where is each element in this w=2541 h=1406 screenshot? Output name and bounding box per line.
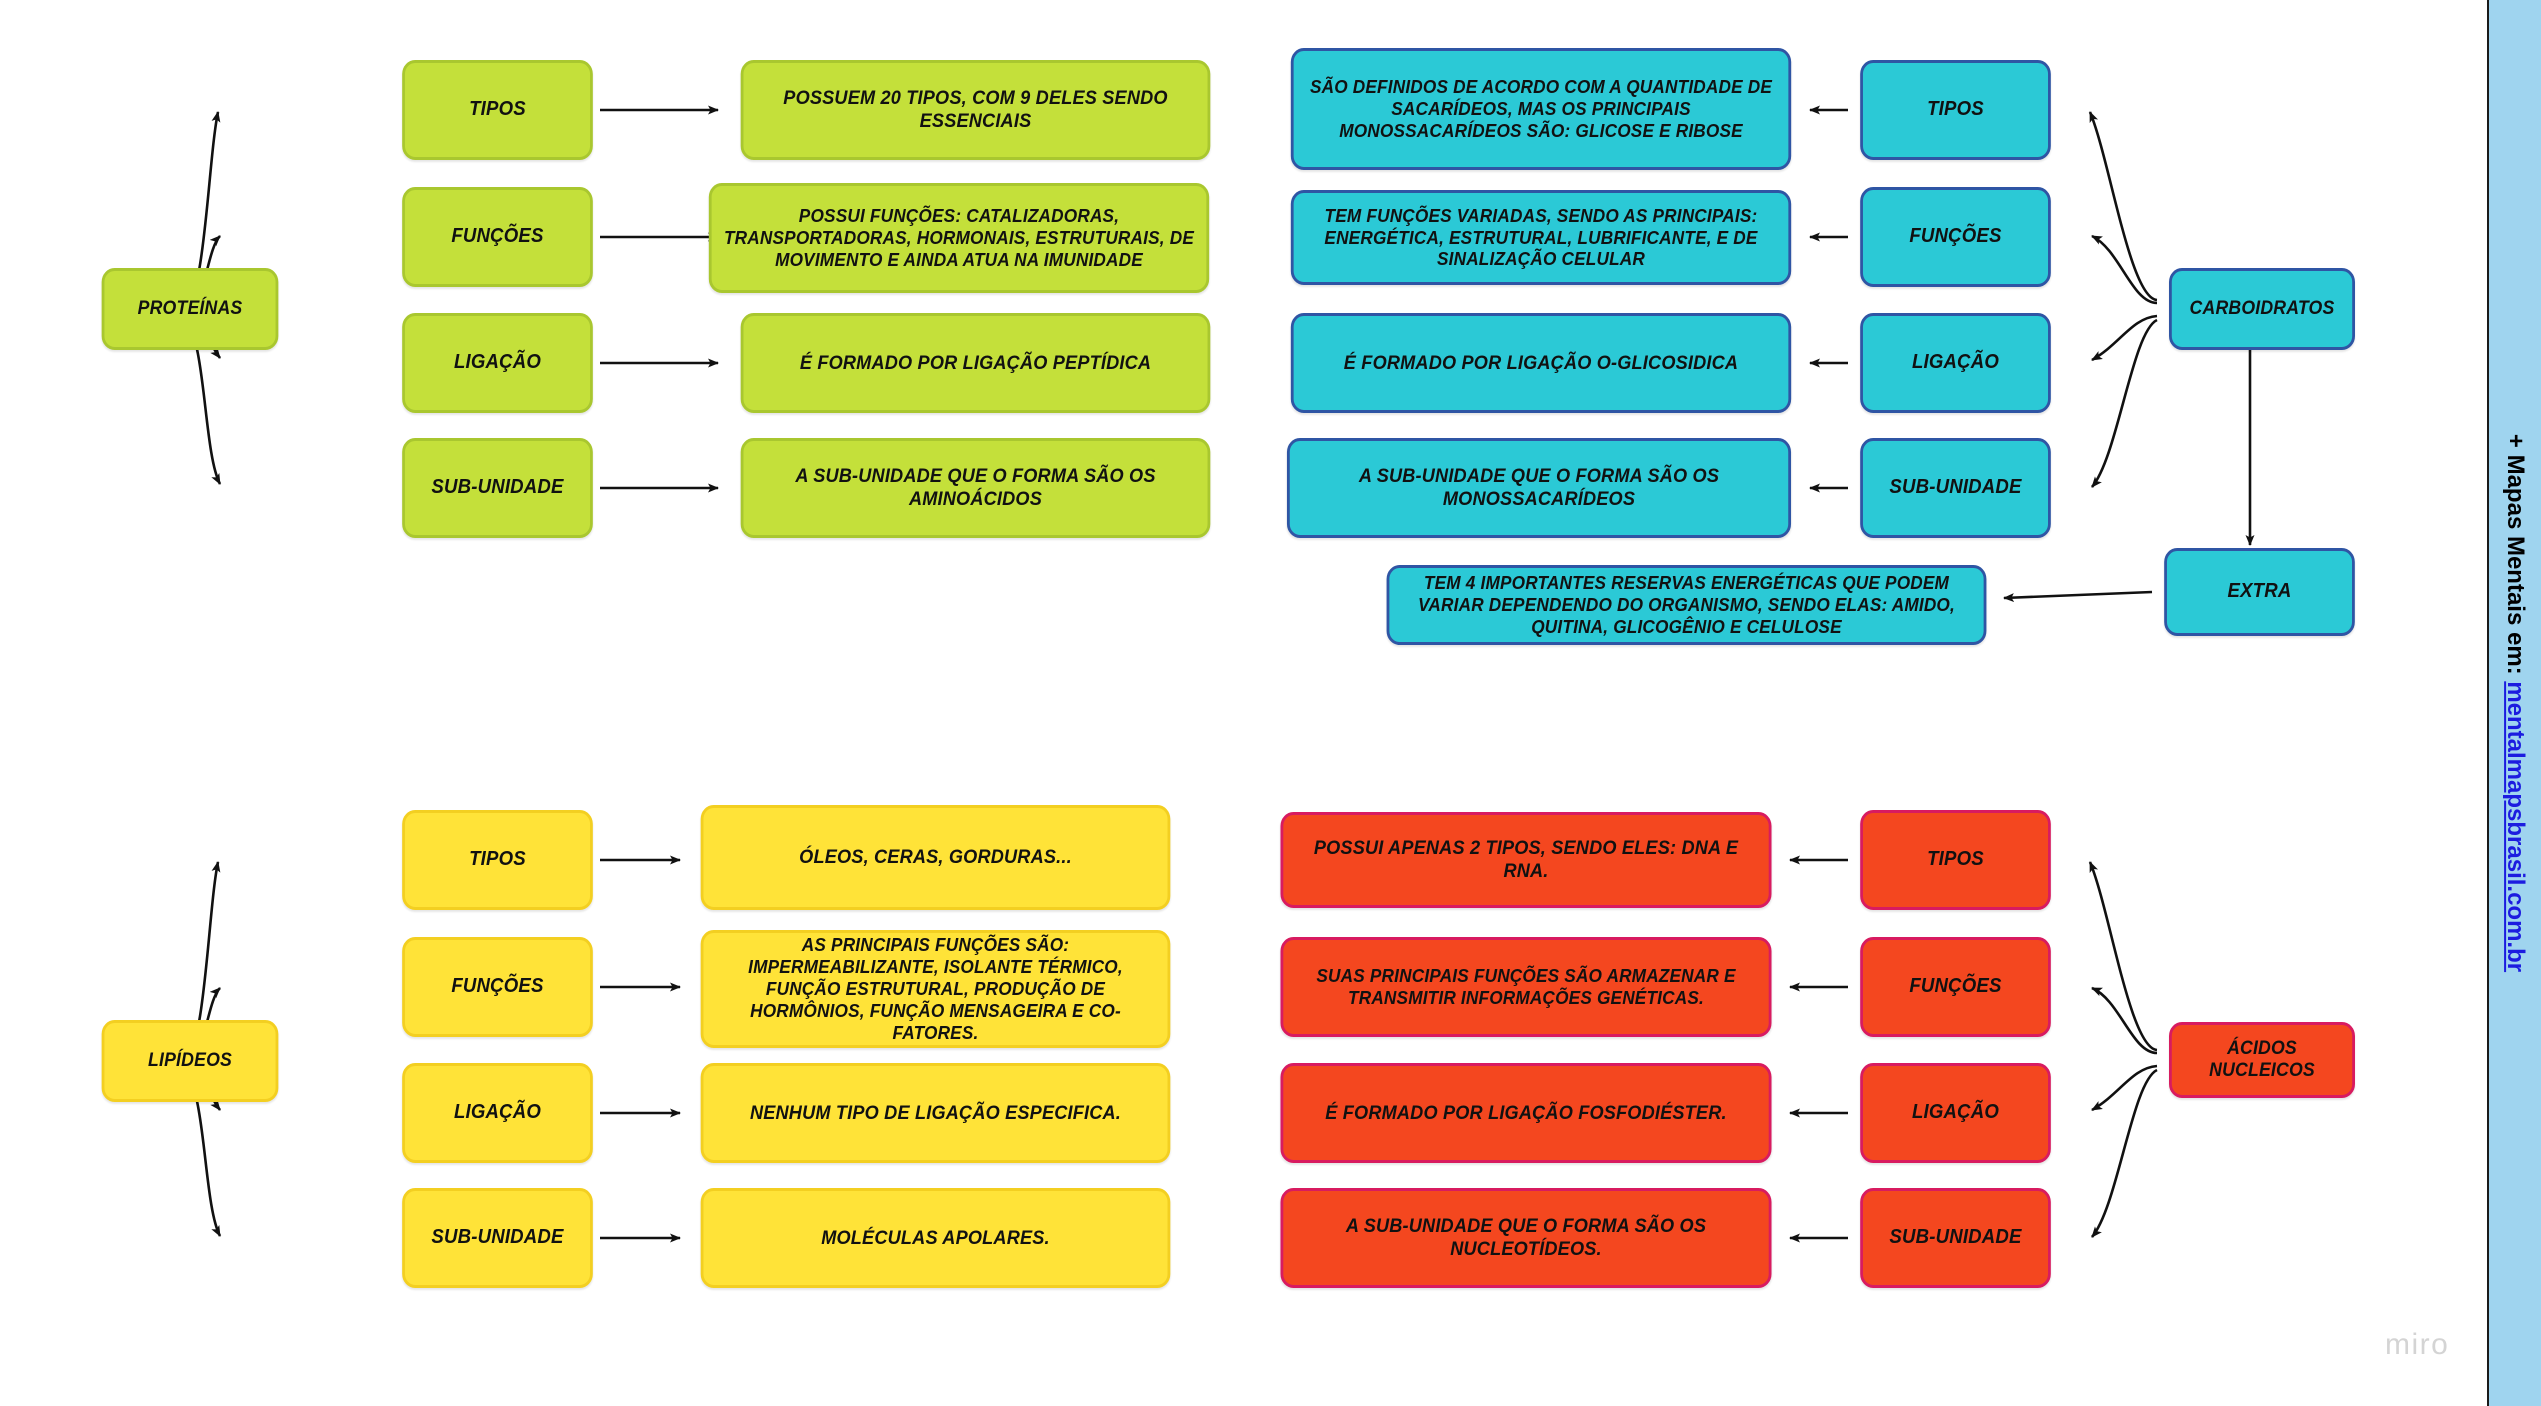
branch-node-lipids-funcoes[interactable]: FUNÇÕES [402, 937, 593, 1037]
branch-node-nucleic-funcoes[interactable]: FUNÇÕES [1860, 937, 2051, 1037]
branch-label: LIGAÇÃO [1911, 1101, 2000, 1124]
leaf-node-nucleic-tipos[interactable]: POSSUI APENAS 2 TIPOS, SENDO ELES: DNA E… [1280, 812, 1772, 908]
leaf-text: É FORMADO POR LIGAÇÃO FOSFODIÉSTER. [1325, 1101, 1727, 1124]
root-label-lipids: LIPÍDEOS [148, 1049, 232, 1071]
branch-label: SUB-UNIDADE [431, 476, 564, 499]
root-node-nucleic-acids[interactable]: ÁCIDOS NUCLEICOS [2169, 1022, 2355, 1098]
root-node-carbohydrates[interactable]: CARBOIDRATOS [2169, 268, 2355, 350]
leaf-text: A SUB-UNIDADE QUE O FORMA SÃO OS MONOSSA… [1358, 465, 1720, 510]
branch-label: FUNÇÕES [1909, 225, 2002, 248]
leaf-node-nucleic-subunidade[interactable]: A SUB-UNIDADE QUE O FORMA SÃO OS NUCLEOT… [1280, 1188, 1772, 1288]
leaf-text: POSSUEM 20 TIPOS, COM 9 DELES SENDO ESSE… [783, 87, 1168, 132]
branch-node-proteins-ligacao[interactable]: LIGAÇÃO [402, 313, 593, 413]
leaf-node-carbohydrates-funcoes[interactable]: TEM FUNÇÕES VARIADAS, SENDO AS PRINCIPAI… [1290, 190, 1792, 285]
branch-node-proteins-tipos[interactable]: TIPOS [402, 60, 593, 160]
branch-label: LIGAÇÃO [453, 1101, 542, 1124]
leaf-text: POSSUI FUNÇÕES: CATALIZADORAS, TRANSPORT… [723, 205, 1194, 270]
leaf-node-proteins-tipos[interactable]: POSSUEM 20 TIPOS, COM 9 DELES SENDO ESSE… [740, 60, 1211, 160]
branch-node-nucleic-tipos[interactable]: TIPOS [1860, 810, 2051, 910]
branch-node-carbohydrates-extra[interactable]: EXTRA [2164, 548, 2355, 636]
branch-node-carbohydrates-subunidade[interactable]: SUB-UNIDADE [1860, 438, 2051, 538]
leaf-node-carbohydrates-subunidade[interactable]: A SUB-UNIDADE QUE O FORMA SÃO OS MONOSSA… [1286, 438, 1792, 538]
leaf-node-lipids-ligacao[interactable]: NENHUM TIPO DE LIGAÇÃO ESPECIFICA. [700, 1063, 1171, 1163]
leaf-text: POSSUI APENAS 2 TIPOS, SENDO ELES: DNA E… [1313, 837, 1739, 882]
branch-label: TIPOS [469, 98, 526, 121]
branch-label: TIPOS [1927, 848, 1984, 871]
leaf-node-proteins-funcoes[interactable]: POSSUI FUNÇÕES: CATALIZADORAS, TRANSPORT… [708, 183, 1210, 293]
leaf-node-carbohydrates-extra[interactable]: TEM 4 IMPORTANTES RESERVAS ENERGÉTICAS Q… [1386, 565, 1987, 645]
leaf-node-proteins-subunidade[interactable]: A SUB-UNIDADE QUE O FORMA SÃO OS AMINOÁC… [740, 438, 1211, 538]
leaf-text: ÓLEOS, CERAS, GORDURAS... [799, 846, 1072, 868]
leaf-node-lipids-funcoes[interactable]: AS PRINCIPAIS FUNÇÕES SÃO: IMPERMEABILIZ… [700, 930, 1171, 1048]
leaf-text: AS PRINCIPAIS FUNÇÕES SÃO: IMPERMEABILIZ… [748, 934, 1123, 1043]
branch-label: TIPOS [469, 848, 526, 871]
branch-node-lipids-subunidade[interactable]: SUB-UNIDADE [402, 1188, 593, 1288]
root-label-nucleic-acids: ÁCIDOS NUCLEICOS [2209, 1037, 2315, 1081]
branch-node-proteins-funcoes[interactable]: FUNÇÕES [402, 187, 593, 287]
leaf-text: É FORMADO POR LIGAÇÃO O-GLICOSIDICA [1343, 351, 1739, 374]
promo-text: + Mapas Mentais em: mentalmapsbrasil.com… [2501, 434, 2529, 972]
branch-node-nucleic-subunidade[interactable]: SUB-UNIDADE [1860, 1188, 2051, 1288]
leaf-text: A SUB-UNIDADE QUE O FORMA SÃO OS NUCLEOT… [1345, 1215, 1707, 1260]
branch-node-proteins-subunidade[interactable]: SUB-UNIDADE [402, 438, 593, 538]
branch-node-lipids-ligacao[interactable]: LIGAÇÃO [402, 1063, 593, 1163]
branch-label: FUNÇÕES [1909, 975, 2002, 998]
branch-node-carbohydrates-funcoes[interactable]: FUNÇÕES [1860, 187, 2051, 287]
root-node-lipids[interactable]: LIPÍDEOS [101, 1020, 279, 1102]
root-node-proteins[interactable]: PROTEÍNAS [101, 268, 279, 350]
branch-label: SUB-UNIDADE [1889, 476, 2022, 499]
promo-prefix: + Mapas Mentais em: [2502, 433, 2529, 682]
leaf-text: A SUB-UNIDADE QUE O FORMA SÃO OS AMINOÁC… [795, 465, 1156, 510]
branch-node-carbohydrates-ligacao[interactable]: LIGAÇÃO [1860, 313, 2051, 413]
leaf-text: É FORMADO POR LIGAÇÃO PEPTÍDICA [799, 351, 1152, 374]
leaf-node-lipids-tipos[interactable]: ÓLEOS, CERAS, GORDURAS... [700, 805, 1171, 910]
leaf-text: NENHUM TIPO DE LIGAÇÃO ESPECIFICA. [749, 1101, 1122, 1124]
branch-label: FUNÇÕES [451, 975, 544, 998]
branch-label: SUB-UNIDADE [431, 1226, 564, 1249]
leaf-node-lipids-subunidade[interactable]: MOLÉCULAS APOLARES. [700, 1188, 1171, 1288]
root-label-proteins: PROTEÍNAS [137, 297, 243, 319]
branch-label: SUB-UNIDADE [1889, 1226, 2022, 1249]
branch-node-lipids-tipos[interactable]: TIPOS [402, 810, 593, 910]
promo-sidebar: + Mapas Mentais em: mentalmapsbrasil.com… [2487, 0, 2541, 1406]
leaf-text: TEM 4 IMPORTANTES RESERVAS ENERGÉTICAS Q… [1418, 572, 1955, 637]
branch-label: LIGAÇÃO [453, 351, 542, 374]
leaf-node-carbohydrates-ligacao[interactable]: É FORMADO POR LIGAÇÃO O-GLICOSIDICA [1290, 313, 1792, 413]
branch-node-nucleic-ligacao[interactable]: LIGAÇÃO [1860, 1063, 2051, 1163]
leaf-text: SÃO DEFINIDOS DE ACORDO COM A QUANTIDADE… [1309, 76, 1773, 141]
branch-label: TIPOS [1927, 98, 1984, 121]
root-label-carbohydrates: CARBOIDRATOS [2189, 297, 2335, 319]
leaf-node-carbohydrates-tipos[interactable]: SÃO DEFINIDOS DE ACORDO COM A QUANTIDADE… [1290, 48, 1792, 170]
leaf-node-nucleic-ligacao[interactable]: É FORMADO POR LIGAÇÃO FOSFODIÉSTER. [1280, 1063, 1772, 1163]
branch-label: EXTRA [2227, 580, 2292, 603]
branch-label: FUNÇÕES [451, 225, 544, 248]
leaf-text: SUAS PRINCIPAIS FUNÇÕES SÃO ARMAZENAR E … [1316, 965, 1736, 1008]
leaf-text: MOLÉCULAS APOLARES. [821, 1226, 1050, 1249]
leaf-node-proteins-ligacao[interactable]: É FORMADO POR LIGAÇÃO PEPTÍDICA [740, 313, 1211, 413]
miro-watermark: miro [2385, 1328, 2450, 1361]
promo-link[interactable]: mentalmapsbrasil.com.br [2502, 681, 2529, 973]
branch-label: LIGAÇÃO [1911, 351, 2000, 374]
leaf-node-nucleic-funcoes[interactable]: SUAS PRINCIPAIS FUNÇÕES SÃO ARMAZENAR E … [1280, 937, 1772, 1037]
branch-node-carbohydrates-tipos[interactable]: TIPOS [1860, 60, 2051, 160]
leaf-text: TEM FUNÇÕES VARIADAS, SENDO AS PRINCIPAI… [1324, 204, 1758, 270]
